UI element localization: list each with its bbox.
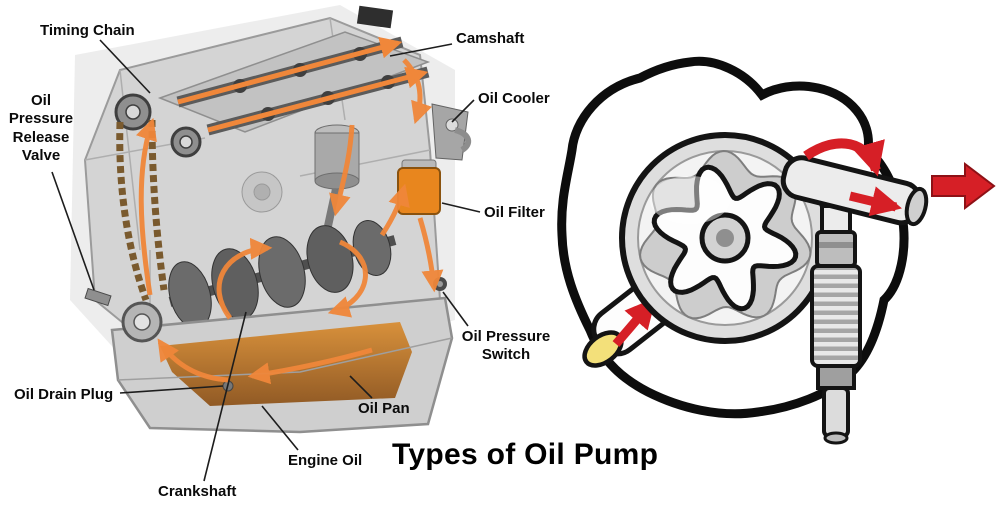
oil-pump-pickup-shape [121,301,163,343]
output-arrow-icon [931,161,996,211]
flow-arrow-to-pickup [157,338,229,383]
leader-lines [51,39,481,482]
flow-arrow-to-switch [417,217,444,293]
flow-arrow-top-right [402,58,432,125]
label-oil-pressure-release-valve: Oil Pressure Release Valve [8,92,74,164]
flow-arrow-pan-left [247,347,373,385]
discharge-flow-arrow [848,186,902,217]
suction-flow-arrow [612,297,656,347]
engine-cutaway-illustration [70,5,472,434]
timing-chain-shape [114,93,202,302]
leader-oil-pressure-release-valve [51,171,95,291]
camshaft-rods [176,36,430,136]
oil-pressure-release-valve-shape [84,287,112,307]
flow-arrow-up-chain [136,117,157,296]
label-oil-cooler: Oil Cooler [478,90,550,107]
label-timing-chain: Timing Chain [40,22,135,39]
flow-arrow-mid-down [329,124,355,217]
label-oil-filter: Oil Filter [484,204,545,221]
label-camshaft: Camshaft [456,30,525,47]
oil-filter-shape [397,159,441,215]
leader-oil-drain-plug [119,385,224,394]
leader-crankshaft [203,311,247,482]
relief-valve-shape [810,230,862,445]
leader-oil-pressure-switch [442,291,469,327]
oil-cooler-shape [431,103,472,161]
discharge-curved-arrow [803,138,885,177]
label-oil-pan: Oil Pan [358,400,410,417]
flow-arrow-crank-loop-right [327,239,368,318]
gerotor-gear-shape [619,132,831,344]
leader-timing-chain [99,39,151,94]
leader-oil-cooler [451,99,475,123]
leader-camshaft [389,43,453,57]
label-engine-oil: Engine Oil [288,452,363,469]
leader-oil-filter [441,202,481,213]
leader-oil-pan [349,375,373,399]
outlet-tube-shape [780,138,929,227]
leader-engine-oil [261,405,299,451]
oil-pump-illustration [557,56,996,445]
oil-flow-arrows [136,58,444,385]
flow-arrow-to-filter [379,183,410,237]
label-oil-pressure-switch: Oil Pressure Switch [461,328,551,364]
flow-arrow-crank-loop-left [216,237,273,320]
label-crankshaft: Crankshaft [158,483,237,500]
page-title: Types of Oil Pump [392,438,659,471]
label-oil-drain-plug: Oil Drain Plug [14,386,114,403]
